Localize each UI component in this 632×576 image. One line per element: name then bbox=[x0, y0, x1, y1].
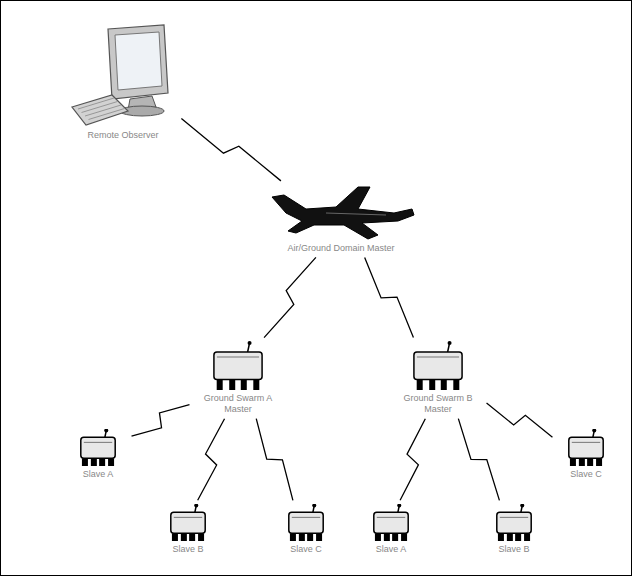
robot-node: Slave B bbox=[484, 504, 544, 555]
node-label: Slave B bbox=[484, 544, 544, 555]
robot-node: Slave B bbox=[158, 504, 218, 555]
slave-icon bbox=[78, 429, 118, 467]
slave-icon bbox=[286, 504, 326, 542]
node-label: Slave A bbox=[68, 469, 128, 480]
node-label: Air/Ground Domain Master bbox=[286, 243, 396, 254]
robot-node: Slave C bbox=[276, 504, 336, 555]
master-icon bbox=[410, 341, 466, 391]
radio-link bbox=[264, 257, 316, 337]
radio-link bbox=[365, 257, 414, 337]
observer-station: Remote Observer bbox=[68, 23, 178, 141]
node-label: Remote Observer bbox=[68, 130, 178, 141]
node-label: Slave C bbox=[276, 544, 336, 555]
radio-link bbox=[256, 419, 293, 501]
node-label: Slave B bbox=[158, 544, 218, 555]
node-label: Ground Swarm B Master bbox=[393, 393, 483, 415]
node-label: Slave A bbox=[361, 544, 421, 555]
slave-icon bbox=[494, 504, 534, 542]
robot-node: Ground Swarm A Master bbox=[193, 341, 283, 415]
radio-link bbox=[400, 419, 425, 500]
node-label: Slave C bbox=[556, 469, 616, 480]
slave-icon bbox=[566, 429, 606, 467]
plane-icon bbox=[266, 183, 416, 241]
radio-link bbox=[487, 403, 553, 437]
radio-link bbox=[132, 405, 190, 437]
node-label: Ground Swarm A Master bbox=[193, 393, 283, 415]
radio-link bbox=[181, 119, 281, 181]
radio-link bbox=[198, 419, 225, 500]
slave-icon bbox=[168, 504, 208, 542]
aircraft-node: Air/Ground Domain Master bbox=[266, 183, 416, 254]
computer-icon bbox=[68, 23, 178, 128]
robot-node: Ground Swarm B Master bbox=[393, 341, 483, 415]
robot-node: Slave A bbox=[68, 429, 128, 480]
master-icon bbox=[210, 341, 266, 391]
radio-link bbox=[458, 419, 499, 501]
robot-node: Slave C bbox=[556, 429, 616, 480]
robot-node: Slave A bbox=[361, 504, 421, 555]
slave-icon bbox=[371, 504, 411, 542]
